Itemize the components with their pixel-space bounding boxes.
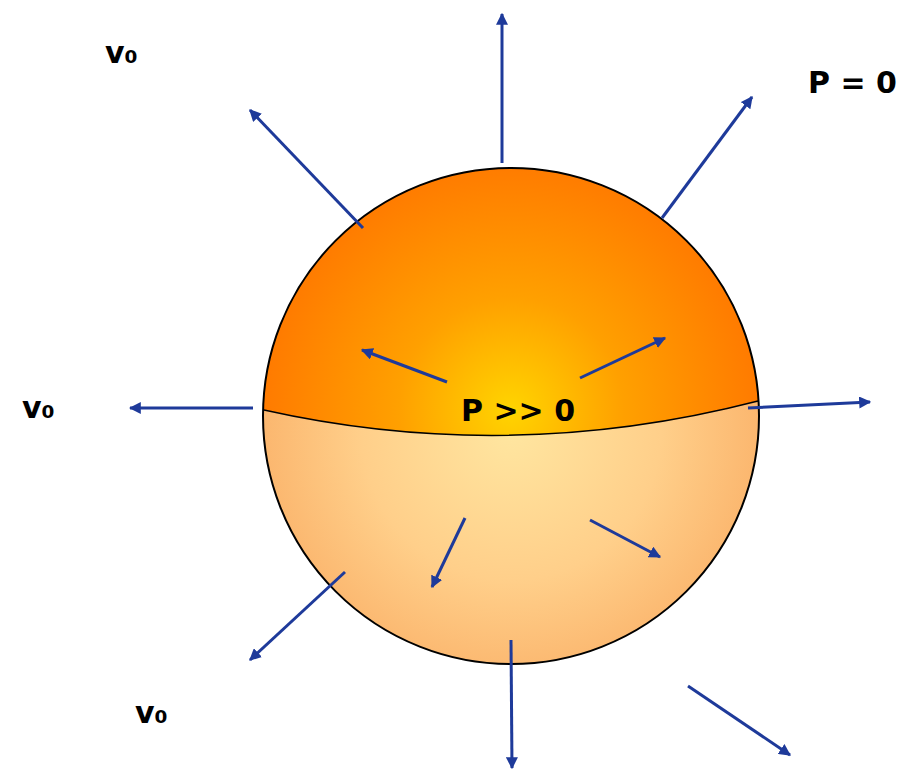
lower-hemisphere xyxy=(263,168,759,664)
sphere-outline xyxy=(263,168,759,664)
pressure-label: P = 0 xyxy=(808,65,897,100)
pressure-label: P >> 0 xyxy=(461,393,575,428)
velocity-label: v₀ xyxy=(135,695,168,730)
velocity-label: v₀ xyxy=(22,390,55,425)
velocity-label: v₀ xyxy=(105,35,138,70)
sphere-region: P >> 0 xyxy=(267,170,757,662)
upper-hemisphere xyxy=(263,168,759,664)
velocity-arrows xyxy=(130,14,870,768)
